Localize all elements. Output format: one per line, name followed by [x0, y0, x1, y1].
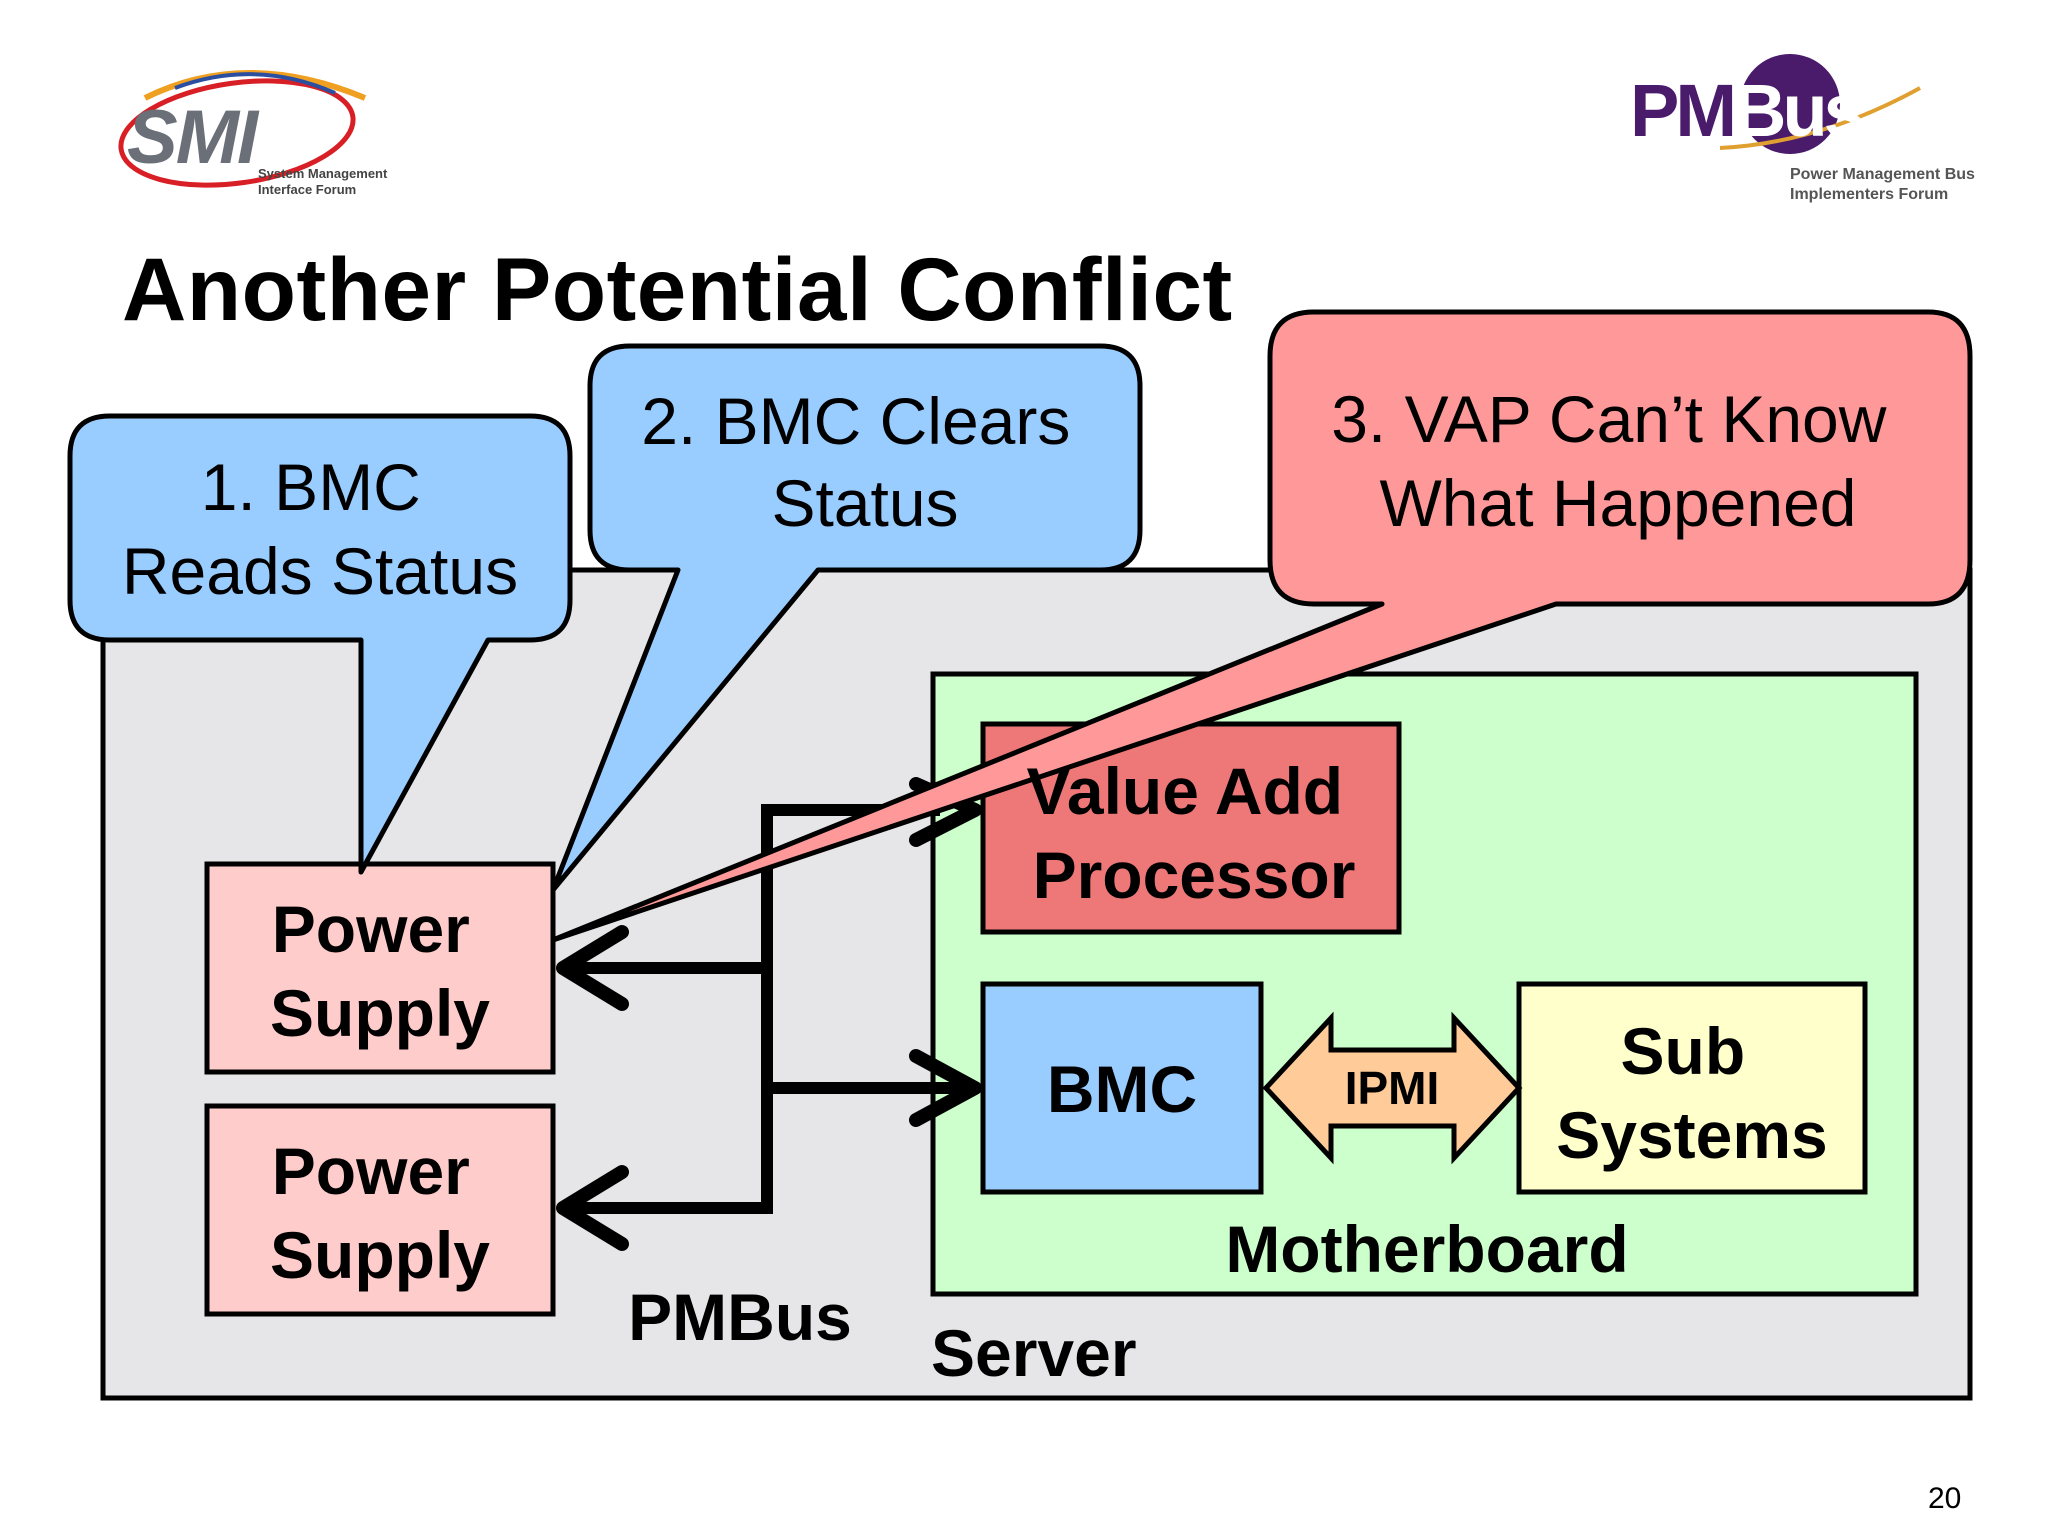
callout-1-line-1: 1. BMC [201, 450, 421, 524]
power-supply-2-label: Power Supply [270, 1134, 490, 1292]
arrowhead-ps2 [556, 1165, 629, 1251]
value-add-processor-label: Value Add Processor [1027, 754, 1362, 912]
callout-2-text: 2. BMC Clears Status [641, 384, 1088, 540]
smi-logo-subtitle: System Management Interface Forum [258, 166, 388, 197]
server-label: Server [931, 1316, 1137, 1390]
pmbus-logo-text: PMBus [1630, 68, 1865, 153]
pmbus-circle-icon [1719, 54, 1921, 154]
ipmi-double-arrow [1262, 1011, 1523, 1165]
pmbus-logo: PMBus Power Management Bus Implementers … [1620, 48, 1980, 208]
power-supply-2-box [204, 1103, 556, 1317]
callout-3-line-1: 3. VAP Can’t Know [1331, 382, 1887, 456]
pmbus-logo-subtitle: Power Management Bus Implementers Forum [1790, 166, 1975, 203]
callout-1-bubble [67, 413, 573, 875]
slide-title: Another Potential Conflict [122, 239, 1233, 339]
callout-1-line-2: Reads Status [122, 534, 518, 608]
page-number: 20 [1928, 1482, 1962, 1515]
motherboard-label: Motherboard [1225, 1212, 1628, 1286]
power-supply-1-box [204, 861, 556, 1075]
smi-logo-text: SMI [127, 95, 258, 180]
block-labels: Power Supply Power Supply Value Add Proc… [270, 754, 1828, 1390]
smi-swoosh-icon [118, 70, 367, 188]
callout-2-line-1: 2. BMC Clears [641, 384, 1070, 458]
callout-2-bubble [550, 343, 1143, 893]
ipmi-label: IPMI [1345, 1062, 1440, 1114]
callout-3-text: 3. VAP Can’t Know What Happened [1331, 382, 1905, 540]
pmbus-logo-text-bus: Bus [1733, 69, 1865, 152]
callout-3-line-2: What Happened [1380, 466, 1857, 540]
arrowhead-bmc [909, 1049, 982, 1127]
pmbus-label: PMBus [628, 1280, 852, 1354]
power-supply-1-label: Power Supply [270, 892, 490, 1050]
callout-3-bubble [550, 309, 1973, 943]
smi-logo: SMI System Management Interface Forum [105, 48, 395, 208]
sub-systems-label: Sub Systems [1556, 1014, 1828, 1172]
arrowhead-ps1 [556, 925, 629, 1011]
pmbus-logo-text-pm: PM [1630, 69, 1737, 152]
bmc-box [980, 981, 1264, 1195]
callout-1-text: 1. BMC Reads Status [122, 450, 518, 608]
bmc-label: BMC [1047, 1052, 1197, 1126]
callout-2-line-2: Status [771, 466, 958, 540]
